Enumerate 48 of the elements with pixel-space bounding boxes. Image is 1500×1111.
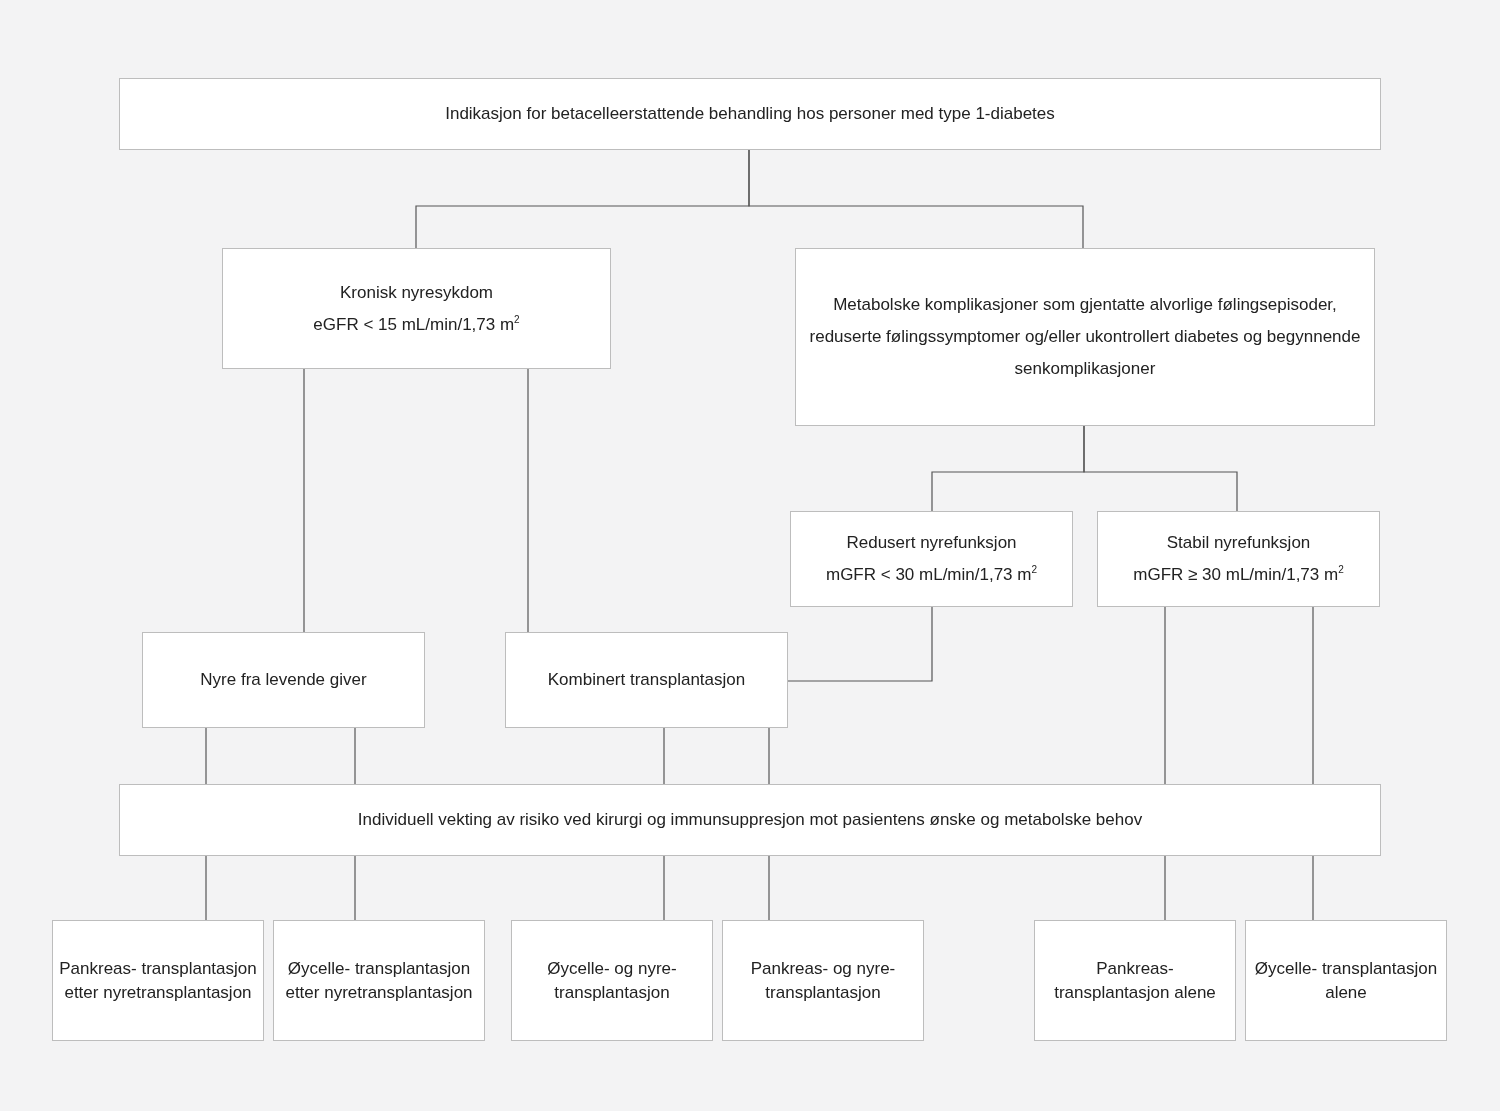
box-text: Øycelle- og nyre- transplantasjon — [546, 957, 678, 1004]
box-text: Metabolske komplikasjoner som gjentatte alvorlige følingsepisoder, reduserte følingssymptomer og/eller ukontrollert diabetes og begynnende senkomplikasjoner — [808, 294, 1362, 380]
box-text: Stabil nyrefunksjon — [1166, 532, 1311, 554]
process-box — [795, 248, 1375, 426]
box-text: Individuell vekting av risiko ved kirurgi og immunsuppresjon mot pasientens ønske og metabolske behov — [357, 809, 1143, 831]
box-text: Kronisk nyresykdom — [339, 281, 494, 304]
connector-line — [787, 606, 933, 682]
box-text: eGFR < 15 mL/min/1,73 m$^{2}$ — [313, 312, 520, 336]
box-text: Nyre fra levende giver — [200, 669, 367, 691]
connector-line — [205, 855, 207, 921]
box-text: mGFR ≥ 30 mL/min/1,73 m$^{2}$ — [1133, 563, 1344, 586]
process-box — [119, 78, 1381, 150]
process-box — [1097, 511, 1380, 607]
connector-line — [354, 727, 356, 785]
connector-line — [768, 727, 770, 785]
box-text: Redusert nyrefunksjon — [846, 532, 1017, 554]
process-box — [722, 920, 924, 1041]
connector-line — [1164, 606, 1166, 785]
box-text: Øycelle- transplantasjon alene — [1253, 957, 1439, 1004]
connector-line — [1164, 855, 1166, 921]
process-box — [1034, 920, 1236, 1041]
box-text: Pankreas- transplantasjon alene — [1053, 957, 1217, 1004]
connector-line — [1312, 855, 1314, 921]
connector-line — [768, 855, 770, 921]
box-text: Pankreas- transplantasjon etter nyretransplantasjon — [59, 957, 257, 1004]
process-box — [1245, 920, 1447, 1041]
box-text: Øycelle- transplantasjon etter nyretransplantasjon — [284, 957, 474, 1004]
connector-line — [663, 727, 665, 785]
connector-line — [354, 855, 356, 921]
process-box — [505, 632, 788, 728]
process-box — [119, 784, 1381, 856]
box-text: Kombinert transplantasjon — [547, 669, 746, 691]
connector-line — [663, 855, 665, 921]
box-text: mGFR < 30 mL/min/1,73 m$^{2}$ — [825, 563, 1037, 586]
connector-line — [1083, 425, 1238, 512]
box-text: Indikasjon for betacelleerstattende behandling hos personer med type 1-diabetes — [445, 103, 1055, 125]
process-box — [222, 248, 611, 369]
connector-line — [527, 368, 529, 633]
process-box — [790, 511, 1073, 607]
process-box — [511, 920, 713, 1041]
process-box — [52, 920, 264, 1041]
connector-line — [303, 368, 305, 633]
box-text: Pankreas- og nyre- transplantasjon — [749, 957, 897, 1004]
connector-line — [1312, 606, 1314, 785]
process-box — [142, 632, 425, 728]
connector-line — [748, 149, 1084, 249]
process-box — [273, 920, 485, 1041]
connector-line — [205, 727, 207, 785]
